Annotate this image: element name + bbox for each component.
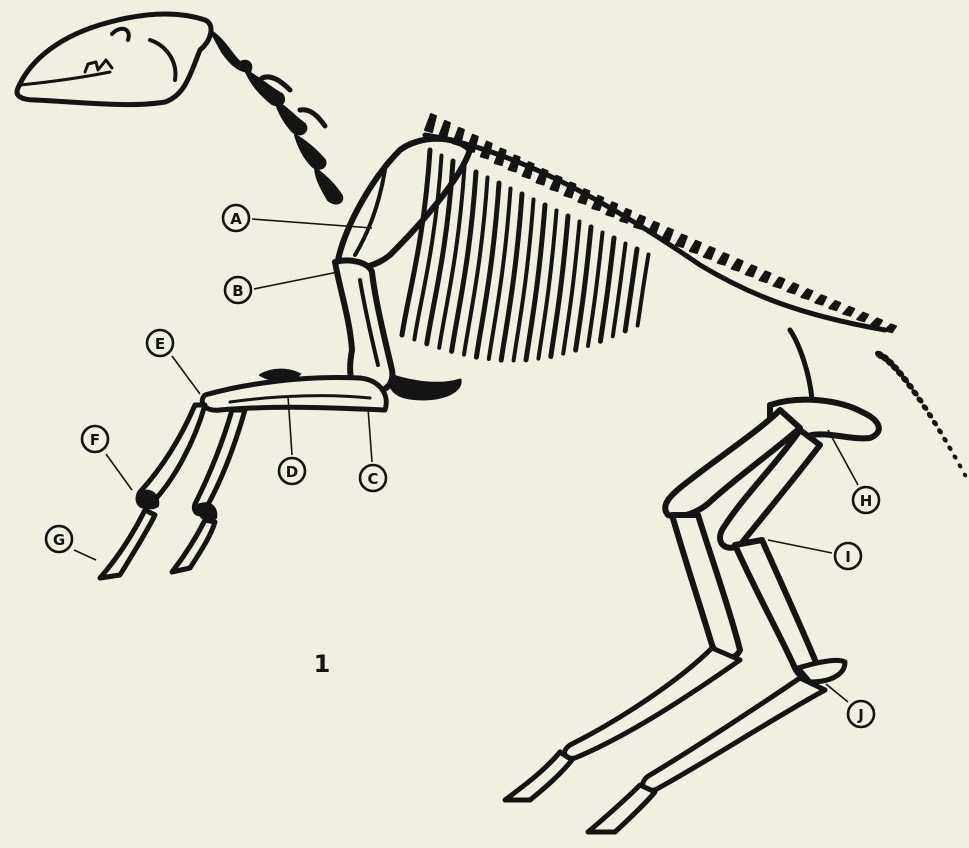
rib <box>600 238 614 341</box>
spinal-process <box>773 277 784 287</box>
spinal-process <box>843 307 854 316</box>
leader-line-f <box>106 454 132 490</box>
spinal-process <box>760 271 771 282</box>
foreleg <box>100 370 386 578</box>
callout-f: F <box>82 426 108 452</box>
callout-a: A <box>223 205 249 231</box>
rib <box>625 249 637 331</box>
tail-vertebra <box>937 428 944 435</box>
callout-i-text: I <box>845 548 851 566</box>
leader-line-c <box>368 408 372 462</box>
rib-cage <box>402 150 649 360</box>
callout-e: E <box>147 330 173 356</box>
callout-c: C <box>360 465 386 491</box>
spinal-process <box>704 247 715 259</box>
spinal-process <box>690 241 701 253</box>
spinal-process <box>857 313 868 322</box>
callout-g: G <box>46 526 72 552</box>
leader-line-b <box>254 272 338 289</box>
figure-number: 1 <box>314 650 331 678</box>
tail-vertebra <box>947 445 953 451</box>
spinal-process <box>718 253 729 265</box>
spinal-process <box>787 283 798 293</box>
callout-h-text: H <box>860 492 873 510</box>
spinal-process <box>815 295 826 305</box>
spinal-process <box>746 265 757 276</box>
spinal-process <box>425 114 436 132</box>
callout-b-text: B <box>232 282 243 300</box>
tail-vertebra <box>921 404 929 412</box>
humerus <box>335 260 392 392</box>
tail-vertebra <box>911 389 920 398</box>
rib <box>613 244 626 337</box>
tail-vertebra <box>957 463 962 468</box>
tail-vertebra <box>916 396 924 404</box>
rib <box>638 255 649 326</box>
skull <box>17 14 211 105</box>
callout-c-text: C <box>367 470 378 488</box>
spinal-process <box>732 259 743 270</box>
tail-vertebrae <box>874 350 967 478</box>
leader-line-g <box>74 550 96 560</box>
callout-b: B <box>225 277 251 303</box>
callout-a-text: A <box>230 210 242 228</box>
tail-vertebra <box>963 473 968 478</box>
callout-i: I <box>835 543 861 569</box>
callout-h: H <box>853 487 879 513</box>
tail-vertebra <box>942 436 948 443</box>
callout-j-text: J <box>857 706 864 724</box>
spinal-process <box>801 289 812 299</box>
callout-f-text: F <box>90 431 100 449</box>
callout-d-text: D <box>286 463 298 481</box>
hind-leg-near <box>505 410 800 800</box>
callout-g-text: G <box>53 531 65 549</box>
tail-vertebra <box>926 411 934 419</box>
callout-d: D <box>279 458 305 484</box>
sternum <box>390 375 460 399</box>
callout-e-text: E <box>155 335 165 353</box>
leader-line-i <box>768 540 832 553</box>
tail-vertebra <box>931 420 938 427</box>
spinal-process <box>829 301 840 310</box>
tail-vertebra <box>952 454 958 460</box>
spinal-process <box>676 235 687 248</box>
callout-j: J <box>848 701 874 727</box>
cervical-vertebrae <box>210 30 342 203</box>
leader-line-e <box>172 356 200 394</box>
leader-line-j <box>826 684 848 702</box>
